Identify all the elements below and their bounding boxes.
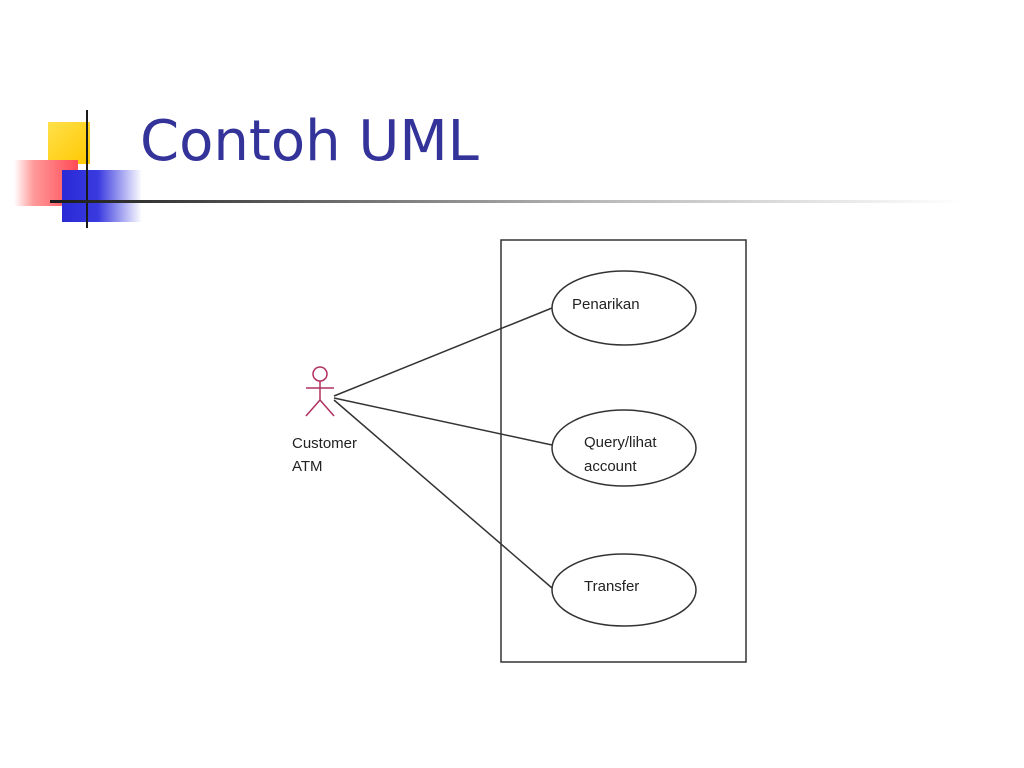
decor-blue-square bbox=[62, 170, 142, 222]
use-case-ellipse-2 bbox=[551, 409, 697, 487]
use-case-diagram: Customer ATM Penarikan Query/lihat accou… bbox=[280, 230, 760, 670]
use-case-label-1: Penarikan bbox=[572, 296, 640, 313]
actor-name-line-1: Customer bbox=[292, 435, 357, 452]
use-case-ellipse-1 bbox=[551, 270, 697, 346]
use-case-label-3: Transfer bbox=[584, 578, 639, 595]
decor-vertical-line bbox=[86, 110, 88, 228]
association-line-2 bbox=[333, 397, 553, 446]
use-case-diagram-svg: Customer ATM Penarikan Query/lihat accou… bbox=[292, 239, 747, 663]
association-line-3 bbox=[333, 399, 553, 589]
use-case-label-2-line-1: Query/lihat bbox=[584, 434, 657, 451]
title-underline bbox=[50, 200, 960, 203]
actor-icon bbox=[305, 366, 335, 417]
actor-name-line-2: ATM bbox=[292, 458, 323, 475]
use-case-label-2-line-2: account bbox=[584, 458, 637, 475]
association-line-1 bbox=[333, 307, 553, 397]
decor-yellow-square bbox=[48, 122, 90, 164]
slide-title: Contoh UML bbox=[140, 109, 479, 174]
use-case-ellipse-3 bbox=[551, 553, 697, 627]
